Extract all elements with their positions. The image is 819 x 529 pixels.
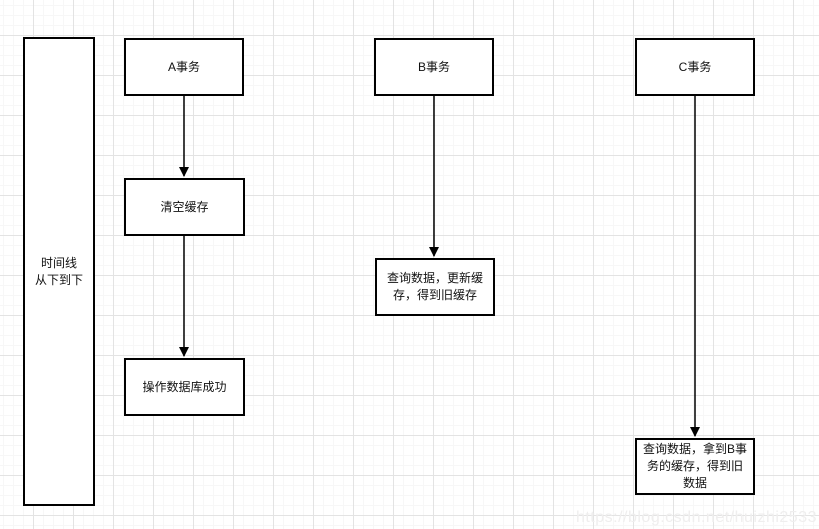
csdn-watermark: https://blog.csdn.net/huizhi2533 [575,509,817,526]
node-clear-cache: 清空缓存 [124,178,245,236]
node-c-query-old-data: 查询数据，拿到B事务的缓存，得到旧数据 [635,438,755,495]
node-b-query-old-cache: 查询数据，更新缓存，得到旧缓存 [375,258,495,316]
timeline-box: 时间线 从下到下 [23,37,95,506]
node-transaction-a: A事务 [124,38,244,96]
node-transaction-c: C事务 [635,38,755,96]
node-transaction-b: B事务 [374,38,494,96]
node-db-operation-success: 操作数据库成功 [124,358,245,416]
